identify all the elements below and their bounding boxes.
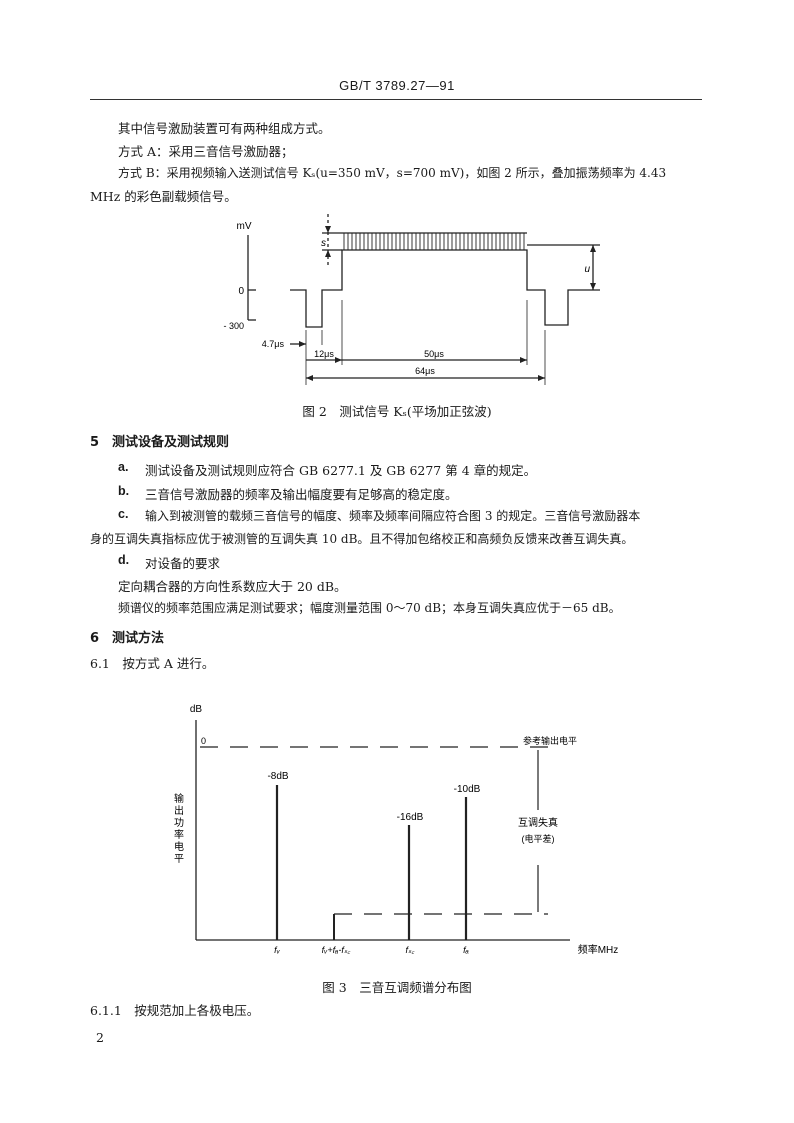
item-c-label: c. [118, 507, 129, 521]
fig3-x-axis-title: 频率MHz [578, 943, 619, 956]
fig3-y-axis-title-char: 出 [174, 804, 184, 817]
section-6-1-1: 6.1.1 按规范加上各极电压。 [90, 1003, 260, 1018]
fig2-label-minus300: - 300 [223, 321, 244, 331]
item-d-label: d. [118, 553, 130, 567]
fig3-reference-label: 参考输出电平 [523, 735, 577, 746]
fig3-y-axis-title-char: 电 [174, 840, 184, 853]
standard-number-header: GB/T 3789.27—91 [339, 78, 455, 93]
item-a-label: a. [118, 460, 129, 474]
item-c-text-1: 输入到被测管的载频三音信号的幅度、频率及频率间隔应符合图 3 的规定。三音信号激… [145, 509, 641, 523]
item-b-text: 三音信号激励器的频率及输出幅度要有足够高的稳定度。 [145, 487, 458, 502]
fig3-x-fv: fᵥ [274, 945, 281, 955]
fig3-imd-sub: (电平差) [522, 833, 555, 844]
section-6-heading: 6 测试方法 [90, 631, 165, 646]
fig3-y-axis-title-char: 平 [174, 854, 184, 865]
section-5-heading: 5 测试设备及测试规则 [90, 435, 230, 450]
fig3-bar-fsc-label: -16dB [397, 812, 424, 823]
figure-3-caption: 图 3 三音互调频谱分布图 [322, 980, 472, 995]
fig2-y-unit: mV [237, 221, 252, 232]
fig2-label-50us: 50μs [424, 349, 444, 359]
fig3-zero-label: 0 [201, 736, 206, 746]
page-number: 2 [96, 1030, 104, 1045]
fig2-label-s: s [321, 238, 326, 249]
intro-line-2: 方式 A：采用三音信号激励器； [118, 144, 294, 159]
fig3-y-unit: dB [190, 704, 203, 715]
intro-line-4: MHz 的彩色副载频信号。 [90, 189, 237, 204]
figure-2-waveform: /* placeholder */ mV s u 0 - 300 4.7μs 1… [223, 214, 600, 385]
fig2-label-12us: 12μs [314, 349, 334, 359]
fig2-label-64us: 64μs [415, 366, 435, 376]
fig3-y-axis-title-char: 功 [174, 817, 184, 829]
item-d-text: 对设备的要求 [145, 556, 221, 571]
fig2-label-zero: 0 [238, 286, 244, 297]
fig3-imd-label: 互调失真 [518, 816, 558, 829]
item-b-label: b. [118, 484, 130, 498]
figure-2-caption: 图 2 测试信号 Kₛ(平场加正弦波) [302, 404, 492, 419]
fig3-x-fsc: fₛ꜀ [406, 945, 416, 955]
fig2-label-u: u [584, 264, 590, 275]
header-rule [90, 99, 702, 100]
item-a-text: 测试设备及测试规则应符合 GB 6277.1 及 GB 6277 第 4 章的规… [145, 463, 537, 478]
intro-line-1: 其中信号激励装置可有两种组成方式。 [118, 121, 331, 136]
fig3-y-axis-title-char: 率 [174, 828, 184, 841]
item-c-text-2: 身的互调失真指标应优于被测管的互调失真 10 dB。且不得加包络校正和高频负反馈… [90, 532, 634, 546]
item-d-line-3: 频谱仪的频率范围应满足测试要求；幅度测量范围 0～70 dB；本身互调失真应优于… [118, 601, 621, 615]
fig2-label-4-7us: 4.7μs [262, 339, 285, 349]
fig3-bar-fa-label: -10dB [454, 784, 481, 795]
intro-line-3: 方式 B：采用视频输入送测试信号 Kₛ(u=350 mV，s=700 mV)，如… [118, 166, 667, 180]
item-d-line-2: 定向耦合器的方向性系数应大于 20 dB。 [118, 579, 347, 594]
fig3-bar-fv-label: -8dB [267, 771, 288, 782]
fig3-x-combo: fᵥ+fₐ-fₛ꜀ [322, 945, 352, 955]
fig3-y-axis-title-char: 输 [174, 792, 184, 805]
section-6-1: 6.1 按方式 A 进行。 [90, 656, 215, 671]
fig3-x-fa: fₐ [463, 945, 469, 955]
